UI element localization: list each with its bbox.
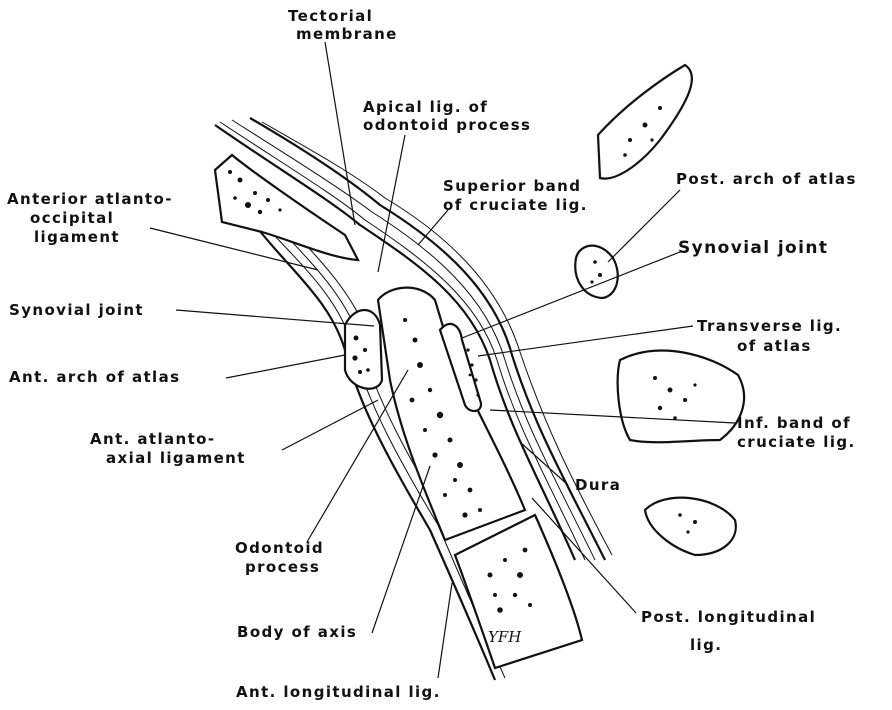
label-anterior-ao-1: Anterior atlanto-: [7, 190, 173, 208]
label-superior-band-1: Superior band: [443, 177, 581, 195]
label-anterior-ao-2: occipital: [30, 209, 114, 227]
label-ant-aa-2: axial ligament: [106, 449, 246, 467]
label-ant-arch-atlas: Ant. arch of atlas: [9, 368, 180, 386]
label-post-arch-atlas: Post. arch of atlas: [676, 170, 857, 188]
label-superior-band-2: of cruciate lig.: [443, 196, 588, 214]
label-synovial-joint-right: Synovial joint: [678, 238, 828, 258]
label-transverse-1: Transverse lig.: [697, 317, 842, 335]
label-odontoid-2: process: [245, 558, 320, 576]
label-tectorial-2: membrane: [296, 25, 398, 43]
label-tectorial-1: Tectorial: [288, 7, 373, 25]
label-transverse-2: of atlas: [737, 337, 812, 355]
post-spinous-top: [598, 65, 692, 179]
label-apical-1: Apical lig. of: [363, 98, 488, 116]
spinous-process-axis: [618, 351, 744, 443]
label-post-long-2: lig.: [690, 636, 722, 654]
spinous-process-c3: [645, 498, 736, 555]
label-odontoid-1: Odontoid: [235, 539, 324, 557]
signature: YFH: [488, 628, 522, 646]
label-ant-aa-1: Ant. atlanto-: [90, 430, 216, 448]
label-anterior-ao-3: ligament: [34, 228, 120, 246]
label-inf-band-1: Inf. band of: [737, 414, 851, 432]
label-apical-2: odontoid process: [363, 116, 531, 134]
label-inf-band-2: cruciate lig.: [737, 433, 856, 451]
label-body-of-axis: Body of axis: [237, 623, 357, 641]
label-synovial-joint-left: Synovial joint: [9, 301, 144, 319]
label-dura: Dura: [575, 476, 621, 494]
label-post-long-1: Post. longitudinal: [641, 608, 816, 626]
post-arch-atlas: [575, 246, 617, 298]
label-ant-long: Ant. longitudinal lig.: [236, 683, 441, 701]
